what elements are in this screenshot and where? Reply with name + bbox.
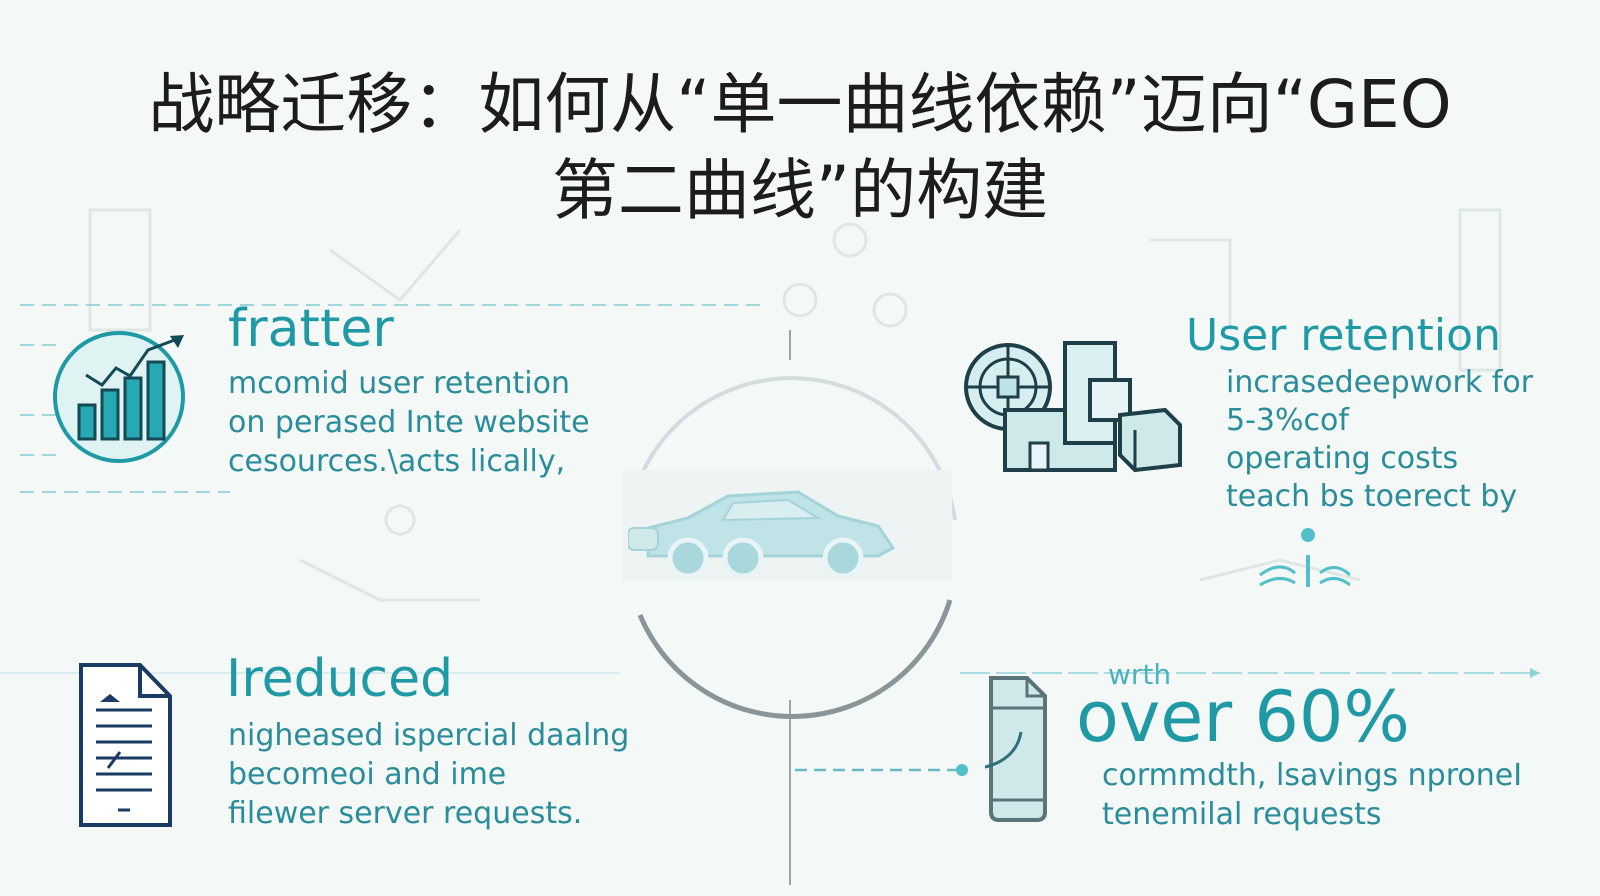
page-title-line1: 战略迁移：如何从“单一曲线依赖”迈向“GEO xyxy=(148,66,1452,143)
bottom-right-small-label: wrth xyxy=(1108,658,1172,691)
top-left-heading: fratter xyxy=(228,299,394,359)
top-left-line-3: cesources.\acts lically, xyxy=(228,444,566,479)
bottom-left-line-3: filewer server requests. xyxy=(228,796,583,831)
bottom-right-heading: over 60% xyxy=(1076,676,1410,758)
top-right-line-2: 5-3%cof xyxy=(1226,403,1349,438)
top-right-line-1: incrasedeepwork for xyxy=(1226,365,1534,400)
document-icon xyxy=(78,662,174,832)
phone-icon xyxy=(964,672,1051,828)
signal-icon xyxy=(1250,525,1352,599)
top-right-line-3: operating costs xyxy=(1226,441,1459,476)
bottom-right-body: cormmdth, lsavings nproneI tenemilal req… xyxy=(1102,756,1522,834)
top-right-heading: User retention xyxy=(1186,310,1501,361)
top-left-line-1: mcomid user retention xyxy=(228,366,571,401)
bottom-left-line-2: becomeoi and ime xyxy=(228,757,507,792)
page-title-line2: 第二曲线”的构建 xyxy=(551,152,1049,229)
bottom-left-body: nigheased ispercial daalng becomeoi and … xyxy=(228,716,629,833)
top-right-line-4: teach bs toerect by xyxy=(1226,479,1518,514)
top-right-body: incrasedeepwork for 5-3%cof operating co… xyxy=(1226,364,1533,516)
top-left-body: mcomid user retention on perased Inte we… xyxy=(228,364,590,481)
server-globe-icon xyxy=(960,335,1190,489)
bottom-left-line-1: nigheased ispercial daalng xyxy=(228,718,630,753)
car-icon xyxy=(627,478,908,592)
bottom-left-heading: Ireduced xyxy=(226,649,454,709)
bottom-right-line-2: tenemilal requests xyxy=(1102,797,1382,832)
bottom-right-line-1: cormmdth, lsavings nproneI xyxy=(1102,758,1523,793)
growth-chart-icon xyxy=(52,330,197,469)
top-left-line-2: on perased Inte website xyxy=(228,405,590,440)
